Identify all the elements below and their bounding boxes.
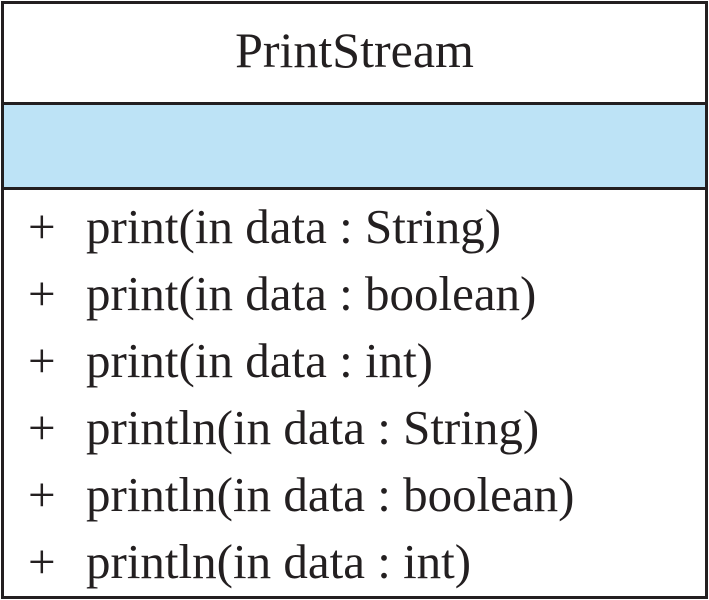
operation-row: + println(in data : String) [28, 403, 539, 452]
operation-row: + print(in data : String) [28, 202, 501, 251]
class-name: PrintStream [235, 22, 474, 78]
attributes-compartment [4, 105, 705, 190]
class-name-compartment: PrintStream [4, 4, 705, 105]
operation-signature: println(in data : boolean) [86, 467, 575, 522]
operations-compartment: + print(in data : String) + print(in data … [4, 190, 705, 596]
operation-visibility: + [28, 266, 56, 321]
operation-visibility: + [28, 199, 56, 254]
operation-signature: println(in data : String) [86, 400, 540, 455]
operation-signature: println(in data : int) [86, 534, 472, 589]
operation-signature: print(in data : String) [86, 199, 502, 254]
operation-visibility: + [28, 333, 56, 388]
operation-row: + print(in data : int) [28, 336, 433, 385]
operation-visibility: + [28, 467, 56, 522]
operation-row: + print(in data : boolean) [28, 269, 536, 318]
operation-row: + println(in data : boolean) [28, 470, 575, 519]
operation-signature: print(in data : int) [86, 333, 433, 388]
operation-row: + println(in data : int) [28, 537, 471, 586]
operation-visibility: + [28, 534, 56, 589]
operation-visibility: + [28, 400, 56, 455]
operation-signature: print(in data : boolean) [86, 266, 537, 321]
